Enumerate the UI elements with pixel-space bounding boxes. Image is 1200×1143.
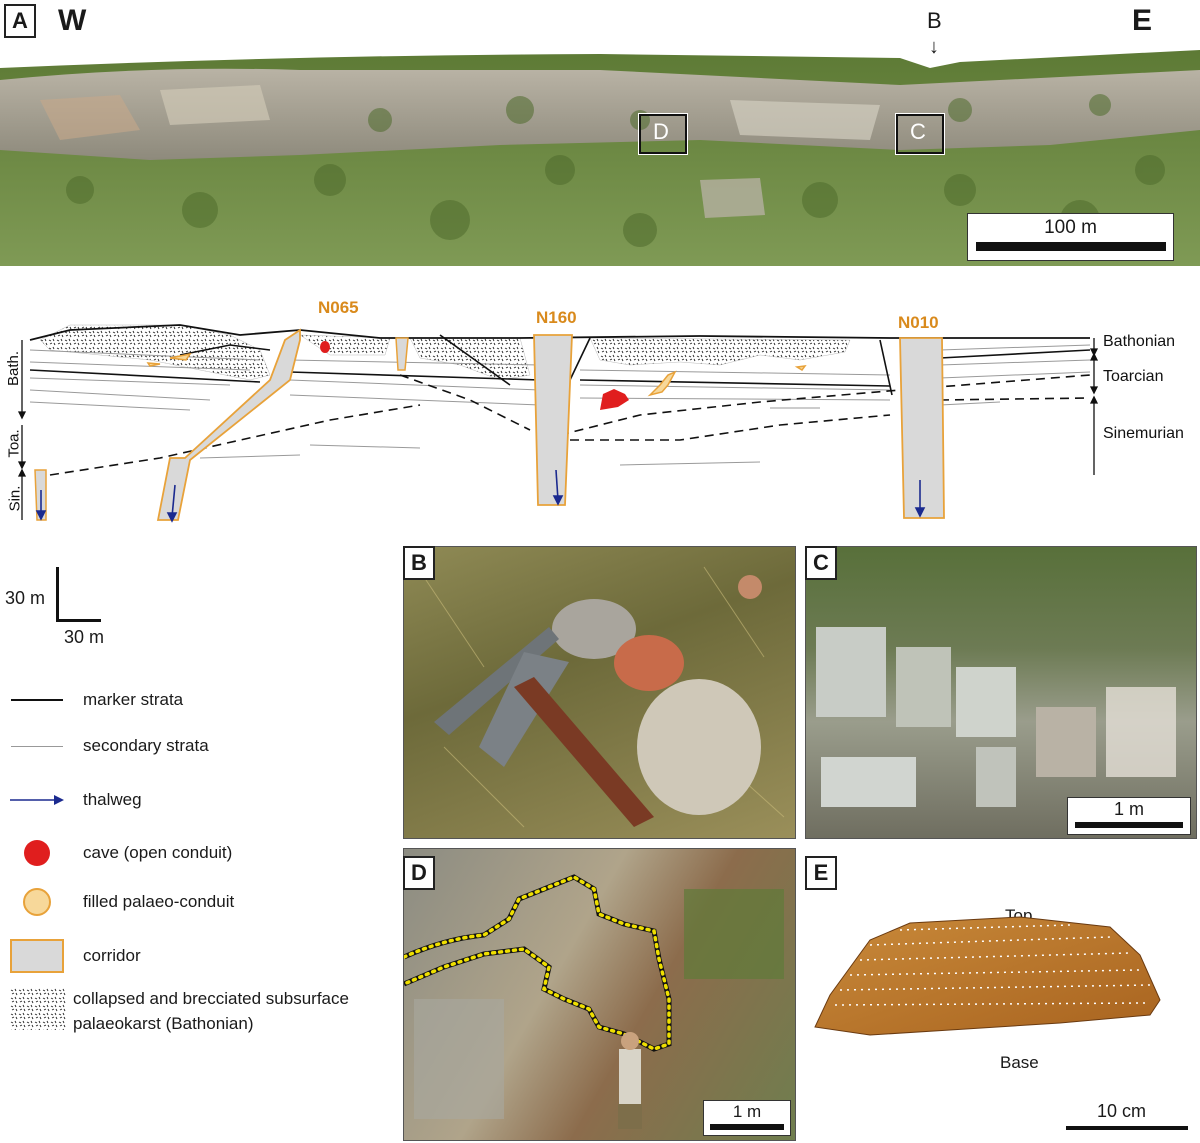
panel-c-scale-bar [1075, 822, 1183, 828]
panel-c-label: C [805, 546, 837, 580]
panel-e-scale-label: 10 cm [1097, 1101, 1147, 1121]
conduit-label-n065: N065 [318, 298, 359, 317]
filled-conduit-icon [10, 885, 64, 919]
box-d-label: D [653, 119, 669, 144]
legend-collapsed-label-1: collapsed and brecciated subsurface [73, 989, 349, 1008]
secondary-strata-symbol [10, 729, 64, 763]
section-scale-horizontal-bar [56, 619, 101, 622]
section-scale-vertical-label: 30 m [5, 588, 46, 608]
legend-corridor: corridor [10, 939, 141, 973]
breccia-zone-4 [589, 337, 851, 366]
palaeo-conduit-4 [794, 365, 807, 371]
legend-thalweg-label: thalweg [83, 790, 142, 809]
legend-corridor-label: corridor [83, 946, 141, 965]
rock-blocks-illustration [816, 627, 1176, 807]
b-location-arrow: ↓ [929, 36, 939, 58]
palaeo-conduit-3 [647, 370, 677, 397]
strat-label-toarcian: Toarcian [1103, 368, 1164, 385]
legend-secondary-label: secondary strata [83, 736, 209, 755]
cave-1 [320, 341, 330, 353]
legend-collapsed-label-2: palaeokarst (Bathonian) [73, 1014, 254, 1033]
corridor-n065 [156, 328, 301, 521]
corridor-small [395, 337, 409, 371]
panel-b-photo [403, 546, 796, 839]
conduit-label-n160: N160 [536, 308, 577, 327]
legend-filled-label: filled palaeo-conduit [83, 892, 235, 911]
breccia-zone-3 [409, 337, 531, 381]
panel-e-base-label: Base [1000, 1053, 1039, 1072]
panel-e-scale-bar [1066, 1126, 1188, 1130]
palaeo-conduit-outline-illustration [404, 874, 784, 1129]
palaeo-conduit-1 [169, 352, 192, 361]
panel-d-label: D [403, 856, 435, 890]
legend-filled-conduit: filled palaeo-conduit [10, 885, 234, 919]
panel-d-scale-label: 1 m [732, 1102, 762, 1121]
cross-section-diagram [17, 324, 1099, 523]
panel-a-label: A [4, 4, 36, 38]
strat-label-sinemurian: Sinemurian [1103, 425, 1184, 442]
panel-d-scale: 1 m [703, 1100, 791, 1136]
legend-cave-label: cave (open conduit) [83, 843, 233, 862]
panel-a-scale-label: 100 m [1044, 217, 1097, 238]
legend-thalweg: thalweg [10, 783, 142, 817]
strat-label-sin-short: Sin. [6, 485, 24, 512]
east-label: E [1132, 4, 1153, 37]
panel-c-scale: 1 m [1067, 797, 1191, 835]
palaeo-conduit-2 [146, 362, 161, 367]
corridor-n160 [533, 334, 573, 506]
marker-strata-symbol [10, 683, 64, 717]
thalweg-arrow-icon [10, 783, 64, 817]
breccia-swatch [10, 988, 66, 1035]
panel-e-label: E [805, 856, 837, 890]
panel-d-photo [403, 848, 796, 1141]
panel-c-photo [805, 546, 1197, 839]
corridor-n010 [899, 337, 945, 519]
panel-a-scale-bar [975, 242, 1166, 251]
legend-cave: cave (open conduit) [10, 836, 232, 870]
conduit-label-n010: N010 [898, 313, 939, 332]
hammer-rocks-illustration [423, 566, 785, 828]
box-c-outline [895, 113, 945, 155]
sample-slab-illustration [814, 916, 1161, 1036]
strat-label-bathonian: Bathonian [1103, 333, 1176, 350]
box-c-label: C [910, 119, 926, 144]
topo-surface [29, 324, 1090, 341]
box-d-outline [638, 113, 688, 155]
panel-d-scale-bar [710, 1124, 784, 1130]
panel-c-scale-label: 1 m [1113, 799, 1144, 819]
strat-label-toa-short: Toa. [5, 429, 23, 458]
west-label: W [58, 4, 87, 37]
section-scale-horizontal-label: 30 m [64, 627, 105, 647]
cave-2 [600, 389, 629, 410]
panorama-photo [0, 50, 1200, 266]
corridor-swatch [10, 939, 64, 973]
legend-secondary-strata: secondary strata [10, 729, 209, 763]
cave-icon [10, 836, 64, 870]
section-scale-vertical-bar [56, 567, 59, 622]
legend-marker-label: marker strata [83, 690, 184, 709]
panel-a-scale: 100 m [967, 213, 1174, 261]
legend-marker-strata: marker strata [10, 683, 183, 717]
panel-b-label: B [403, 546, 435, 580]
strat-label-bath-short: Bath. [5, 350, 23, 387]
b-location-marker: B [927, 8, 942, 33]
